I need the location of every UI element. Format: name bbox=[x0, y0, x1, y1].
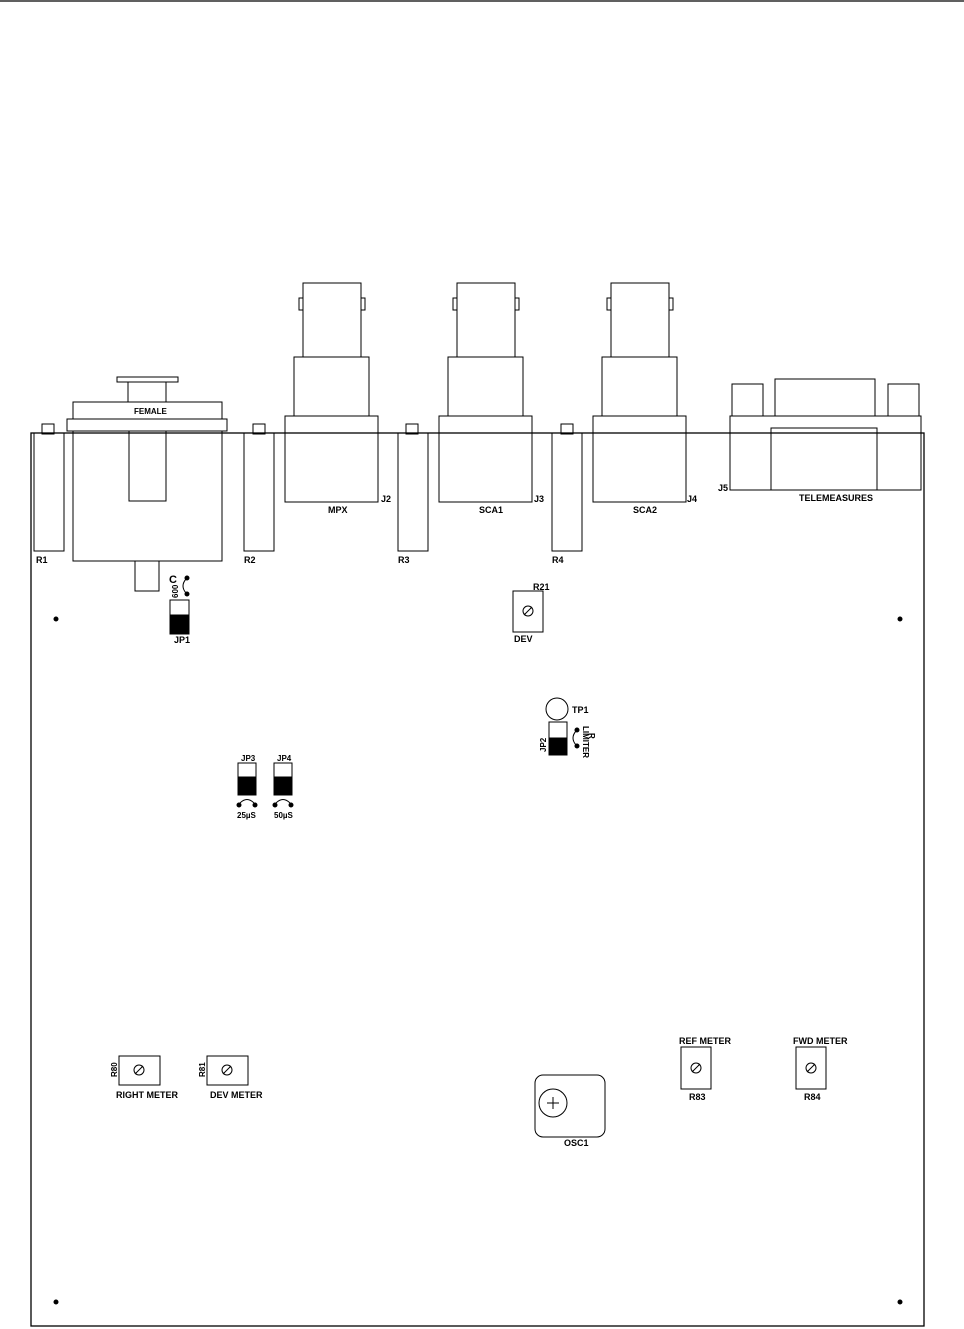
j2-label: J2 bbox=[381, 494, 391, 504]
jp2-limiter-label: LIMITER bbox=[581, 726, 590, 758]
jp3-value-label: 25µS bbox=[237, 811, 257, 820]
jp1-c-label: C bbox=[169, 574, 177, 586]
osc1-label: OSC1 bbox=[564, 1138, 589, 1148]
r2-label: R2 bbox=[244, 555, 256, 565]
jumper-jp1: C 600 JP1 bbox=[169, 574, 190, 645]
fwd-meter-label: FWD METER bbox=[793, 1036, 848, 1046]
sca2-label: SCA2 bbox=[633, 505, 657, 515]
mounting-holes bbox=[54, 617, 902, 1304]
r80-label: R80 bbox=[110, 1062, 119, 1077]
jp3-label: JP3 bbox=[241, 754, 256, 763]
trimmer-r84: FWD METER R84 bbox=[793, 1036, 848, 1102]
resistor-r1: R1 bbox=[34, 424, 64, 565]
r3-label: R3 bbox=[398, 555, 410, 565]
jumper-jp2: JP2 R LIMITER bbox=[539, 722, 596, 758]
trimmer-r83: REF METER R83 bbox=[679, 1036, 732, 1102]
jumper-jp4: JP4 50µS bbox=[273, 754, 294, 820]
trimmer-r81: R81 DEV METER bbox=[198, 1056, 263, 1100]
board-outline bbox=[31, 433, 924, 1326]
resistor-r3: R3 bbox=[398, 424, 428, 565]
r1-label: R1 bbox=[36, 555, 48, 565]
xlr-female-connector: FEMALE bbox=[67, 377, 227, 591]
jumper-jp3: JP3 25µS bbox=[237, 754, 257, 820]
jp4-value-label: 50µS bbox=[274, 811, 294, 820]
j5-label: J5 bbox=[718, 483, 728, 493]
dev-meter-label: DEV METER bbox=[210, 1090, 263, 1100]
tp1-label: TP1 bbox=[572, 705, 589, 715]
r4-label: R4 bbox=[552, 555, 564, 565]
mpx-label: MPX bbox=[328, 505, 348, 515]
resistor-r2: R2 bbox=[244, 424, 274, 565]
r84-label: R84 bbox=[804, 1092, 821, 1102]
right-meter-label: RIGHT METER bbox=[116, 1090, 178, 1100]
dsub-connector-j5: J5 TELEMEASURES bbox=[718, 379, 921, 503]
trimmer-r21: R21 DEV bbox=[513, 582, 550, 644]
bnc-connector-j4: SCA2 J4 bbox=[593, 283, 697, 515]
j3-label: J3 bbox=[534, 494, 544, 504]
resistor-r4: R4 bbox=[552, 424, 582, 565]
jp4-label: JP4 bbox=[277, 754, 292, 763]
jp1-600-label: 600 bbox=[171, 584, 180, 598]
bnc-connector-j2: MPX J2 bbox=[285, 283, 391, 515]
r83-label: R83 bbox=[689, 1092, 706, 1102]
oscillator-osc1: OSC1 bbox=[535, 1075, 605, 1148]
telemeasures-label: TELEMEASURES bbox=[799, 493, 873, 503]
testpoint-tp1: TP1 bbox=[546, 698, 589, 720]
female-label: FEMALE bbox=[134, 407, 168, 416]
trimmer-r80: R80 RIGHT METER bbox=[110, 1056, 178, 1100]
dev-label: DEV bbox=[514, 634, 533, 644]
r81-label: R81 bbox=[198, 1062, 207, 1077]
ref-meter-label: REF METER bbox=[679, 1036, 732, 1046]
bnc-connector-j3: SCA1 J3 bbox=[439, 283, 544, 515]
sca1-label: SCA1 bbox=[479, 505, 503, 515]
jp2-label: JP2 bbox=[539, 737, 548, 752]
jp1-label: JP1 bbox=[174, 635, 190, 645]
j4-label: J4 bbox=[687, 494, 697, 504]
